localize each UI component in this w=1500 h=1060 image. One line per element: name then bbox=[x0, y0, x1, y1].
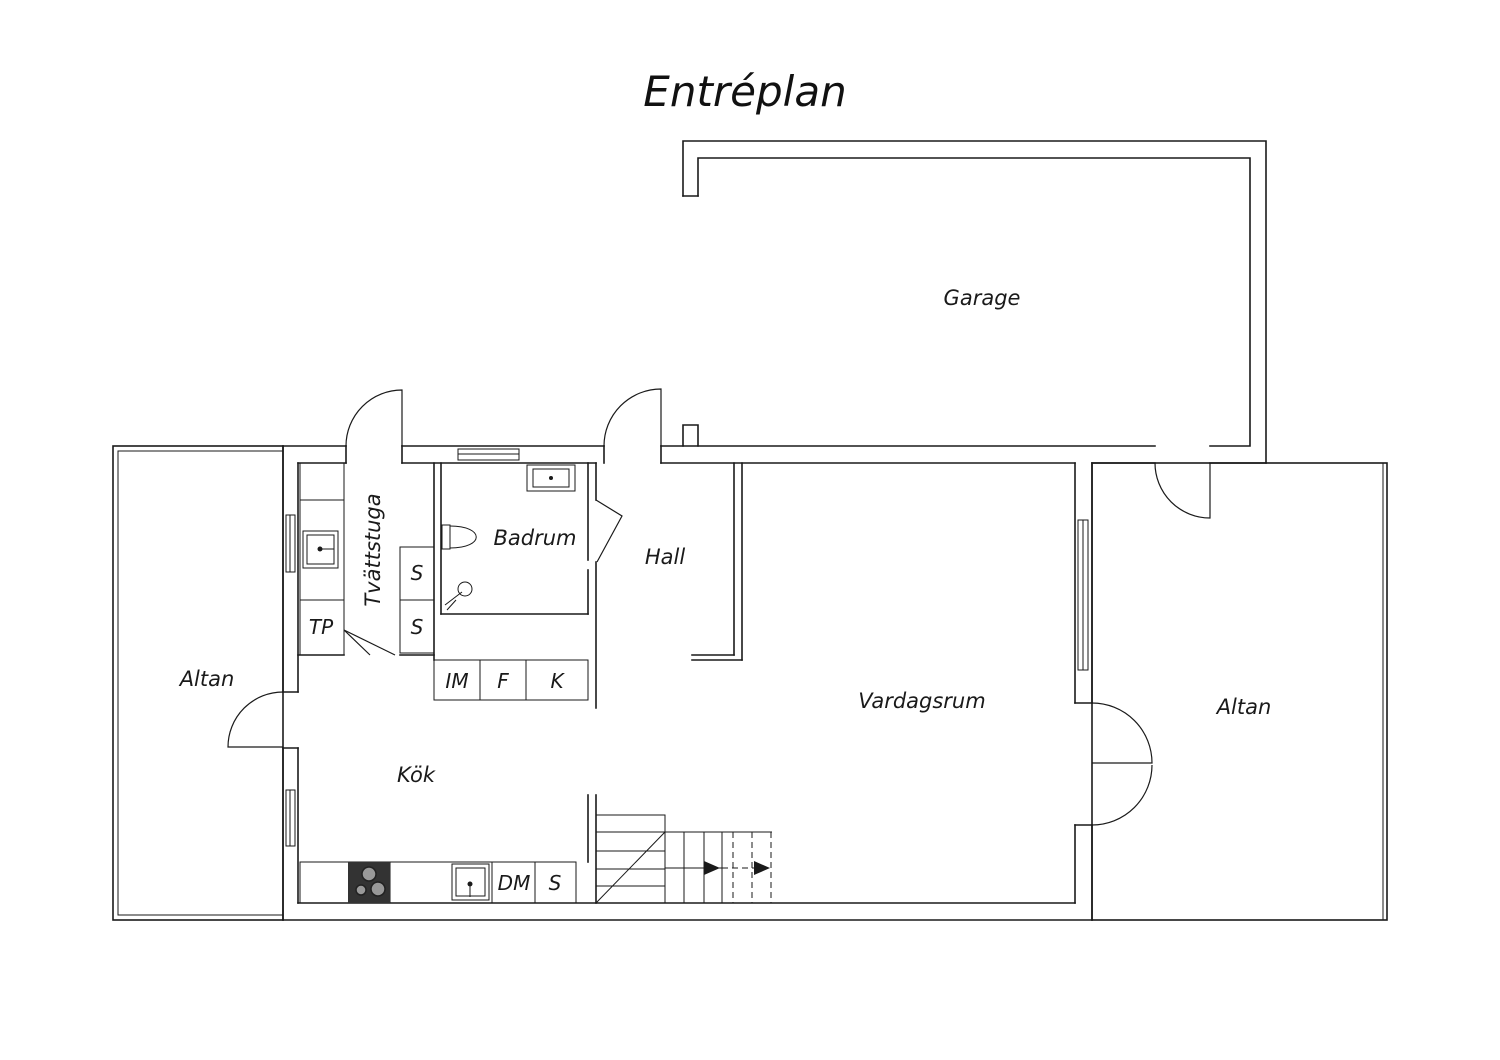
room-label-garage: Garage bbox=[944, 286, 1021, 310]
appliance-row bbox=[433, 659, 589, 701]
altan-right bbox=[1091, 462, 1388, 921]
fixture-label-s-kitchen: S bbox=[549, 871, 562, 895]
altan-left bbox=[112, 445, 284, 921]
room-label-altan-left: Altan bbox=[178, 667, 235, 691]
room-label-altan-right: Altan bbox=[1215, 695, 1272, 719]
staircase bbox=[587, 794, 772, 904]
room-label-hall: Hall bbox=[645, 545, 685, 569]
room-label-badrum: Badrum bbox=[493, 526, 576, 550]
garage bbox=[682, 140, 1267, 464]
fixture-label-k: K bbox=[550, 669, 565, 693]
plan-title: Entréplan bbox=[643, 67, 846, 116]
room-label-tvattstuga: Tvättstuga bbox=[361, 493, 385, 606]
hall bbox=[603, 388, 743, 661]
fixture-label-s2: S bbox=[411, 615, 424, 639]
fixture-label-s1: S bbox=[411, 561, 424, 585]
kitchen-counter bbox=[299, 861, 577, 904]
house-walls bbox=[282, 445, 1267, 921]
fixture-label-tp: TP bbox=[309, 615, 334, 639]
room-label-vardagsrum: Vardagsrum bbox=[858, 689, 985, 713]
fixture-label-dm: DM bbox=[498, 871, 531, 895]
bathroom bbox=[440, 462, 623, 709]
room-label-kok: Kök bbox=[397, 763, 436, 787]
laundry-room bbox=[297, 389, 442, 661]
fixture-label-im: IM bbox=[445, 669, 468, 693]
fixture-label-f: F bbox=[497, 669, 509, 693]
